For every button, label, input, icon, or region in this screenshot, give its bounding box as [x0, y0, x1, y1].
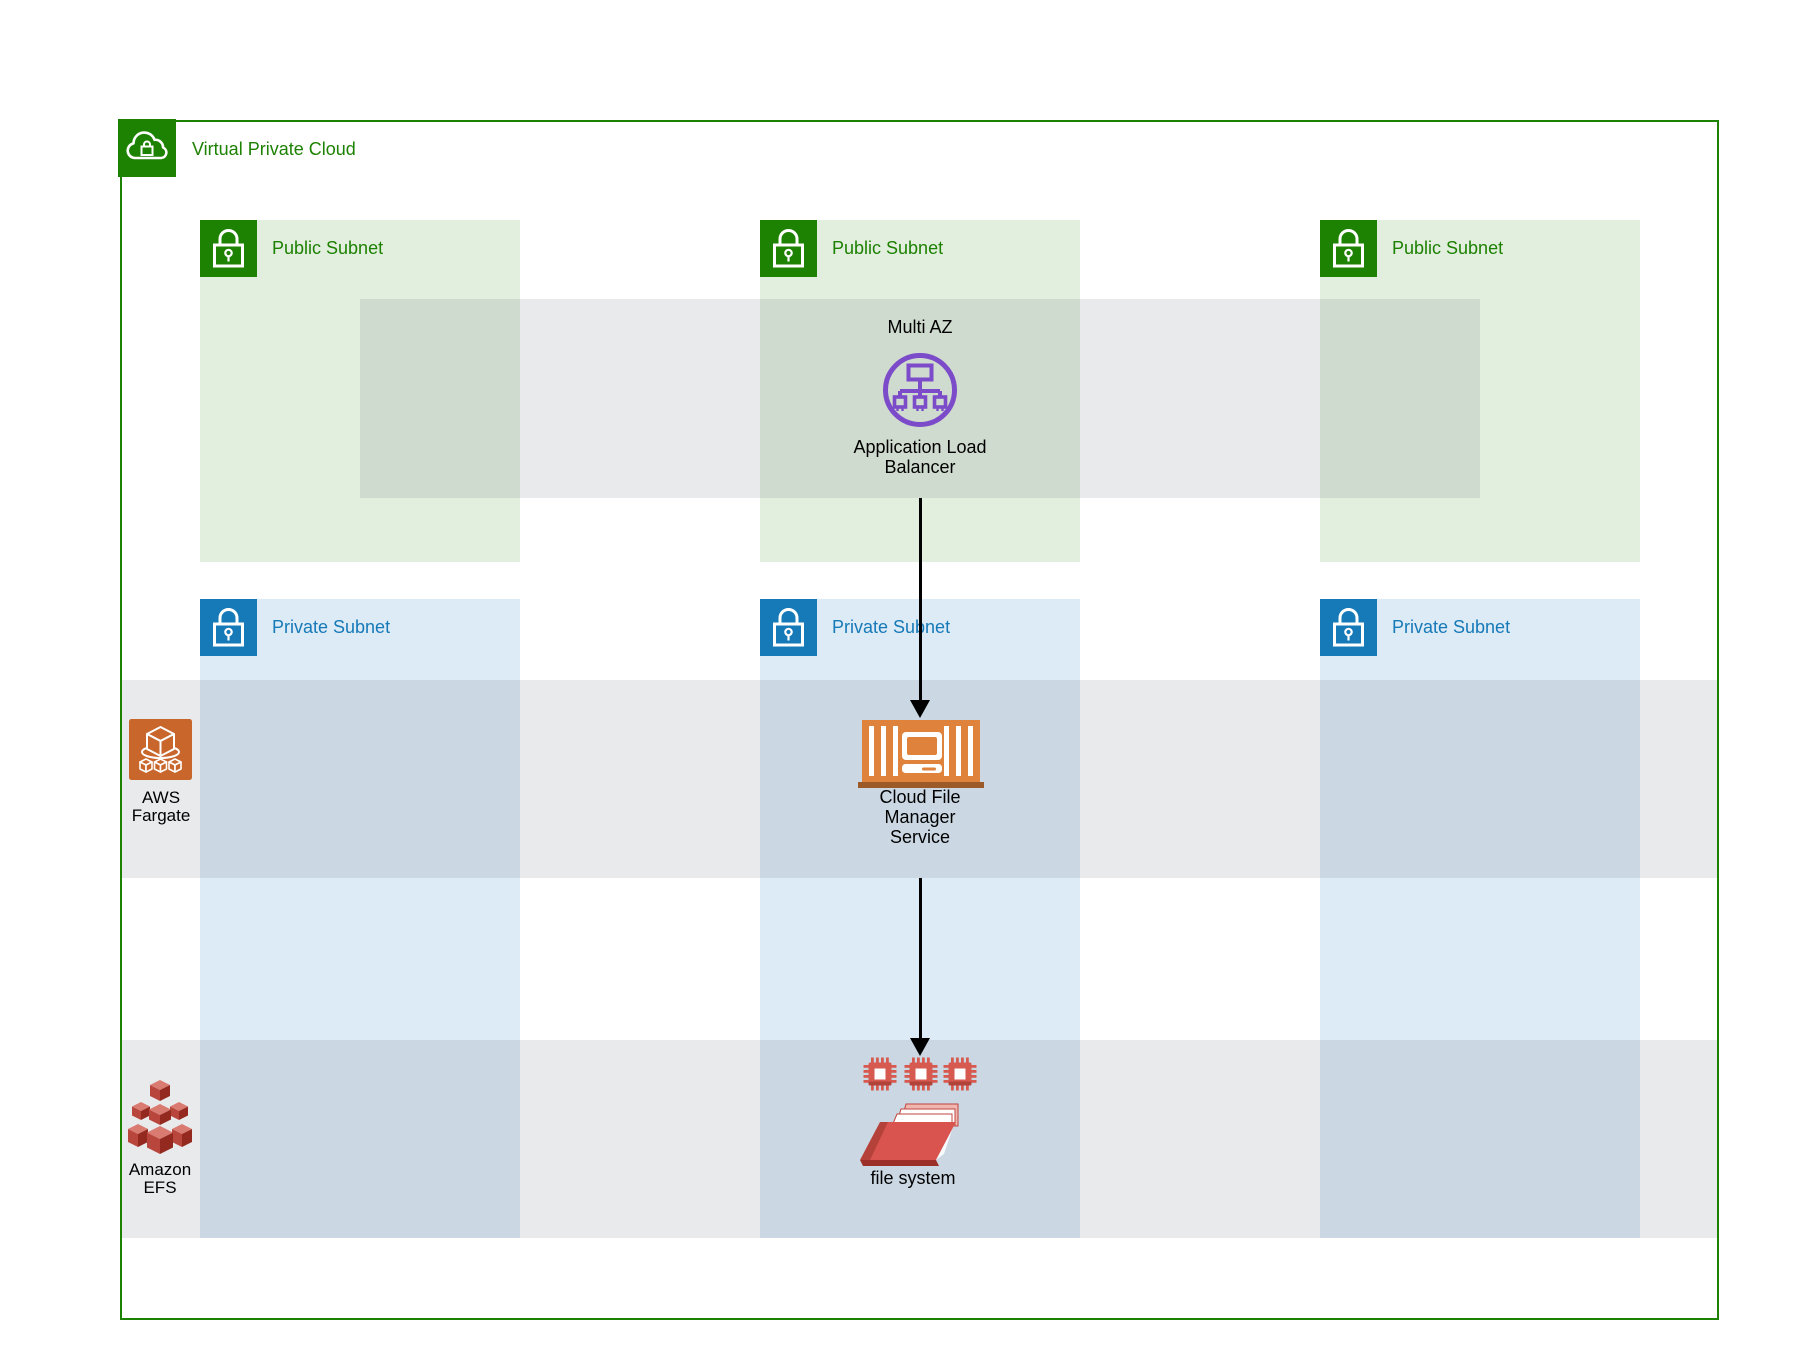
vpc-cloud-lock-icon: [118, 119, 176, 177]
vpc-icon-box: [118, 119, 176, 177]
application-load-balancer-icon: [883, 353, 957, 427]
public-subnet-icon-box: [1320, 220, 1377, 277]
private-subnet-icon-box: [200, 599, 257, 656]
lock-icon: [760, 599, 817, 656]
vpc-title: Virtual Private Cloud: [192, 139, 356, 159]
private-subnet-left: Private Subnet: [200, 599, 520, 1238]
private-subnet-label: Private Subnet: [1392, 617, 1511, 637]
public-subnet-icon-box: [200, 220, 257, 277]
aws-fargate-label: AWS Fargate: [131, 788, 191, 825]
amazon-efs-label: Amazon EFS: [128, 1160, 192, 1197]
private-subnet-right: Private Subnet: [1320, 599, 1640, 1238]
public-subnet-label: Public Subnet: [832, 238, 944, 258]
arrow-alb-to-cfms-head: [910, 700, 930, 718]
arrow-cfms-to-filesystem-head: [910, 1038, 930, 1056]
lock-icon: [200, 599, 257, 656]
arrow-alb-to-cfms: [918, 498, 922, 700]
aws-fargate-icon: [129, 719, 192, 780]
public-subnet-label: Public Subnet: [1392, 238, 1504, 258]
cpu-chips-icon: [863, 1057, 977, 1091]
public-subnet-label: Public Subnet: [272, 238, 384, 258]
lock-icon: [760, 220, 817, 277]
file-system-label: file system: [870, 1168, 956, 1188]
private-subnet-label: Private Subnet: [272, 617, 391, 637]
lock-icon: [1320, 220, 1377, 277]
amazon-efs-icon: [128, 1080, 192, 1154]
private-subnet-icon-box: [1320, 599, 1377, 656]
lock-icon: [200, 220, 257, 277]
public-subnet-right: Public Subnet: [1320, 220, 1640, 562]
cloud-file-manager-service-icon: [858, 720, 984, 788]
multi-az-label: Multi AZ: [887, 317, 953, 337]
private-subnet-icon-box: [760, 599, 817, 656]
public-subnet-icon-box: [760, 220, 817, 277]
application-load-balancer-label: Application Load Balancer: [853, 437, 987, 477]
cloud-file-manager-service-label: Cloud File Manager Service: [879, 787, 961, 847]
file-system-folder-icon: [860, 1103, 959, 1166]
lock-icon: [1320, 599, 1377, 656]
arrow-cfms-to-filesystem: [918, 878, 922, 1038]
private-subnet-label: Private Subnet: [832, 617, 951, 637]
public-subnet-left: Public Subnet: [200, 220, 520, 562]
